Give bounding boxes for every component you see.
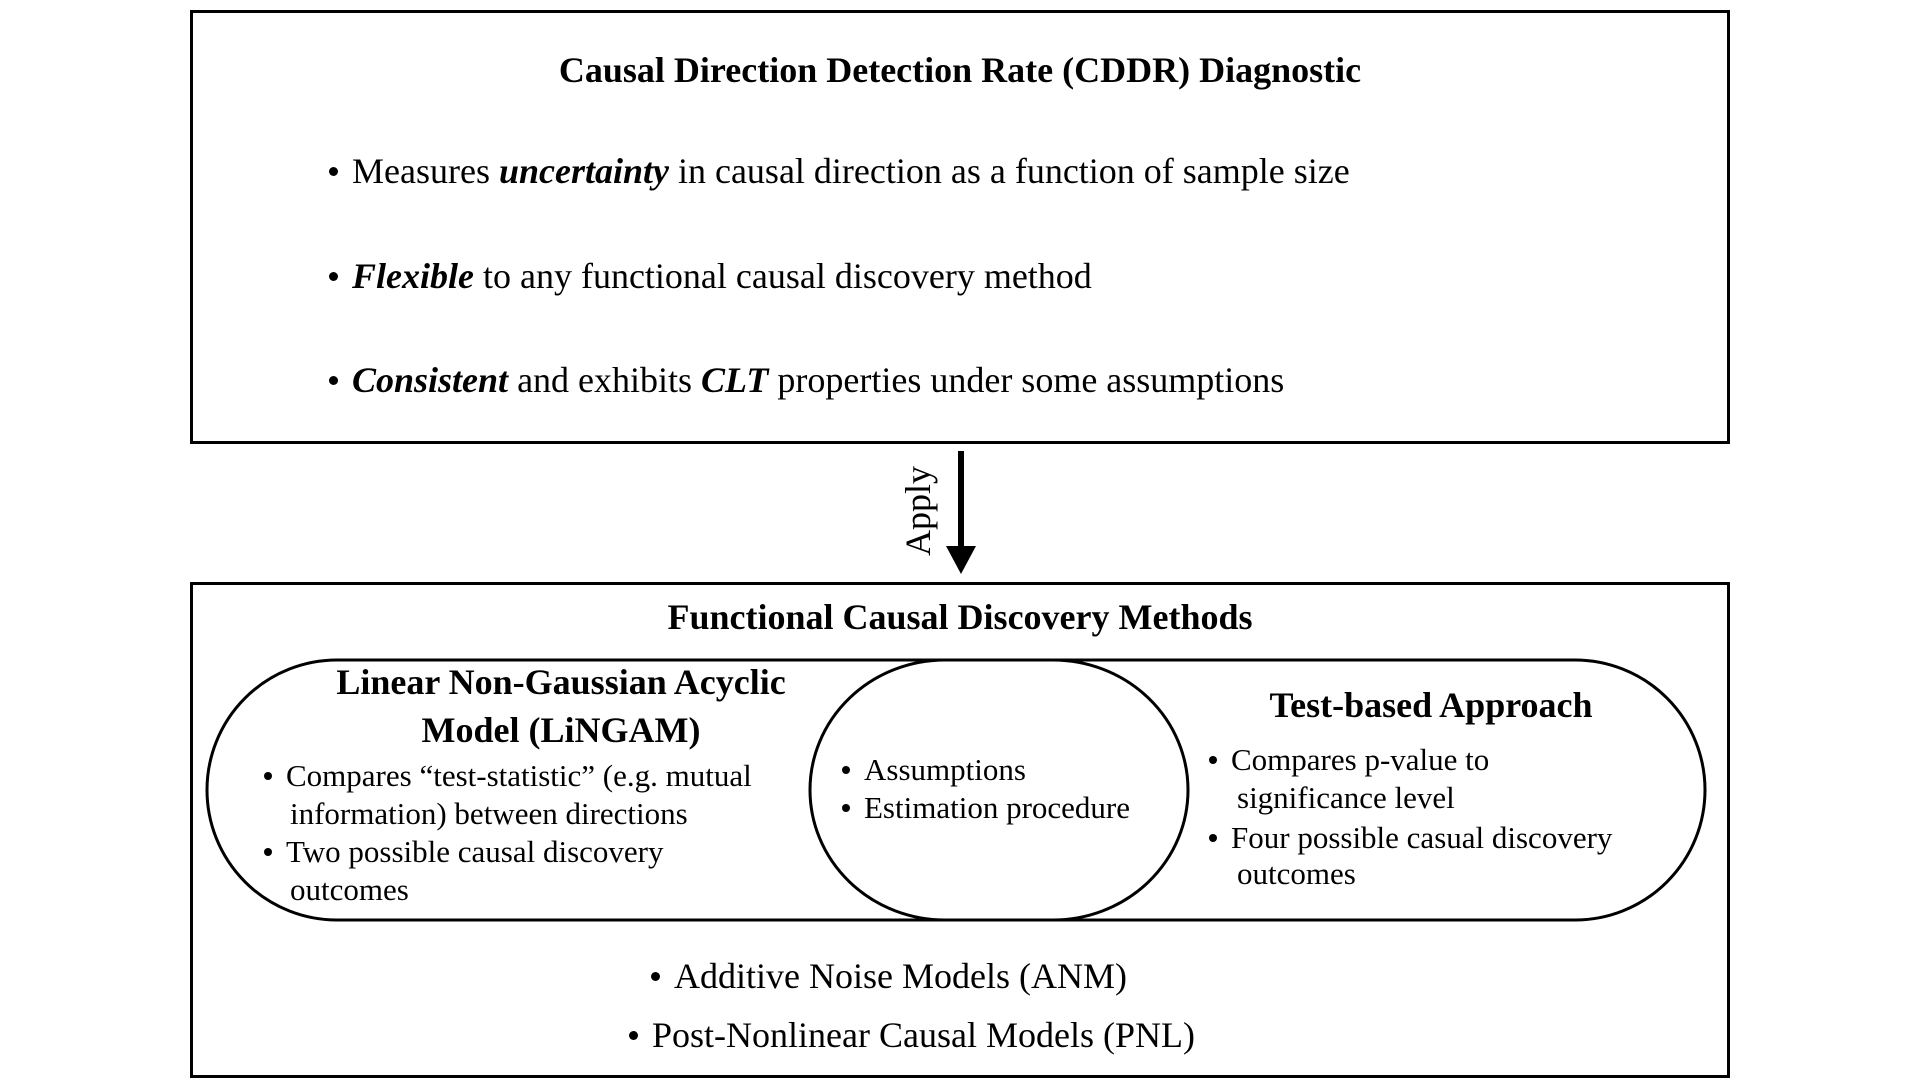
bullet-icon	[629, 1031, 638, 1041]
test-bullet-2-cont: outcomes	[1237, 856, 1356, 891]
lingam-title-1: Linear Non-Gaussian Acyclic	[336, 662, 786, 702]
bullet-text: Compares “test-statistic” (e.g. mutual	[286, 758, 752, 793]
bullet-emphasis: Consistent	[352, 360, 509, 400]
test-based-title: Test-based Approach	[1269, 685, 1593, 725]
shared-overlap-shape	[808, 658, 1190, 922]
bullet-icon	[329, 376, 338, 386]
test-bullet-1-cont: significance level	[1237, 780, 1455, 815]
lingam-bullet-2: Two possible causal discovery	[264, 833, 664, 871]
bullet-text: Measures	[352, 151, 499, 191]
bullet-text: in causal direction as a function of sam…	[668, 151, 1350, 191]
lingam-bullet-1-cont: information) between directions	[290, 796, 688, 831]
bullet-icon	[1209, 755, 1217, 764]
bullet-text: properties under some assumptions	[768, 360, 1285, 400]
cddr-bullet-3: Consistent and exhibits CLT properties u…	[329, 358, 1284, 402]
bullet-text: Additive Noise Models (ANM)	[674, 956, 1127, 996]
apply-label: Apply	[898, 466, 938, 556]
bullet-emphasis: Flexible	[352, 256, 474, 296]
methods-title: Functional Causal Discovery Methods	[667, 597, 1253, 637]
test-bullet-2: Four possible casual discovery	[1209, 819, 1612, 857]
bullet-icon	[842, 765, 850, 774]
cddr-bullet-2: Flexible to any functional causal discov…	[329, 254, 1092, 298]
lingam-bullet-2-cont: outcomes	[290, 872, 409, 907]
bullet-text: to any functional causal discovery metho…	[473, 256, 1092, 296]
bullet-text: Assumptions	[864, 752, 1026, 787]
pnl-bullet: Post-Nonlinear Causal Models (PNL)	[629, 1013, 1195, 1057]
bullet-icon	[1209, 833, 1217, 842]
test-bullet-1: Compares p-value to	[1209, 741, 1489, 779]
bullet-icon	[264, 771, 272, 780]
bullet-emphasis: uncertainty	[498, 151, 669, 191]
cddr-bullet-1: Measures uncertainty in causal direction…	[329, 149, 1350, 193]
methods-box	[190, 582, 1730, 1078]
bullet-text: Four possible casual discovery	[1231, 820, 1613, 855]
shared-bullet-2: Estimation procedure	[842, 789, 1130, 827]
bullet-emphasis: CLT	[701, 360, 769, 400]
bullet-icon	[329, 272, 338, 282]
cddr-box	[190, 10, 1730, 444]
bullet-icon	[842, 803, 850, 812]
bullet-text: Estimation procedure	[864, 790, 1130, 825]
shared-bullet-1: Assumptions	[842, 751, 1026, 789]
lingam-bullet-1: Compares “test-statistic” (e.g. mutual	[264, 757, 752, 795]
bullet-icon	[264, 847, 272, 856]
anm-bullet: Additive Noise Models (ANM)	[651, 954, 1127, 998]
bullet-text: Compares p-value to	[1231, 742, 1490, 777]
bullet-text: Post-Nonlinear Causal Models (PNL)	[652, 1015, 1195, 1055]
bullet-icon	[329, 167, 338, 177]
bullet-text: Two possible causal discovery	[286, 834, 664, 869]
bullet-icon	[651, 972, 660, 982]
bullet-text: and exhibits	[508, 360, 702, 400]
cddr-title: Causal Direction Detection Rate (CDDR) D…	[558, 50, 1362, 90]
apply-arrow	[946, 451, 976, 574]
lingam-title-2: Model (LiNGAM)	[421, 710, 701, 750]
